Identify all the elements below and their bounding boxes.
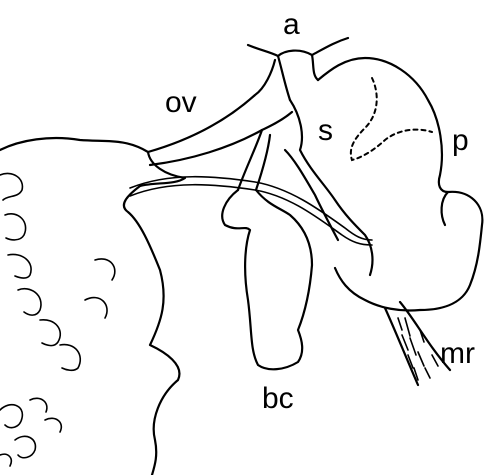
lower-left-curl-2 [15, 436, 35, 457]
lower-left-curl-5 [0, 454, 11, 466]
label-bc: bc [262, 382, 294, 415]
fringe-7 [85, 298, 107, 318]
label-a: a [283, 8, 300, 41]
label-p: p [452, 124, 469, 157]
lower-left-curl-1 [0, 405, 22, 428]
label-s: s [318, 114, 333, 147]
lower-left-curl-3 [30, 398, 47, 412]
fringe-4 [18, 289, 41, 315]
fringe-3 [8, 254, 31, 278]
fringe-5 [40, 320, 60, 346]
main-body-outline [318, 58, 482, 311]
inner-lobe-curve [442, 192, 448, 225]
seminal-duct-dashed [351, 78, 432, 160]
fringe-6 [60, 345, 80, 371]
fringe-1 [0, 173, 22, 200]
label-mr: mr [440, 337, 475, 370]
bursa-outline [222, 190, 312, 369]
fringe-2 [5, 214, 26, 240]
fringe-8 [95, 259, 115, 280]
label-ov: ov [165, 86, 197, 119]
lower-left-curl-4 [45, 418, 61, 432]
stalk-a-neck [278, 55, 318, 100]
